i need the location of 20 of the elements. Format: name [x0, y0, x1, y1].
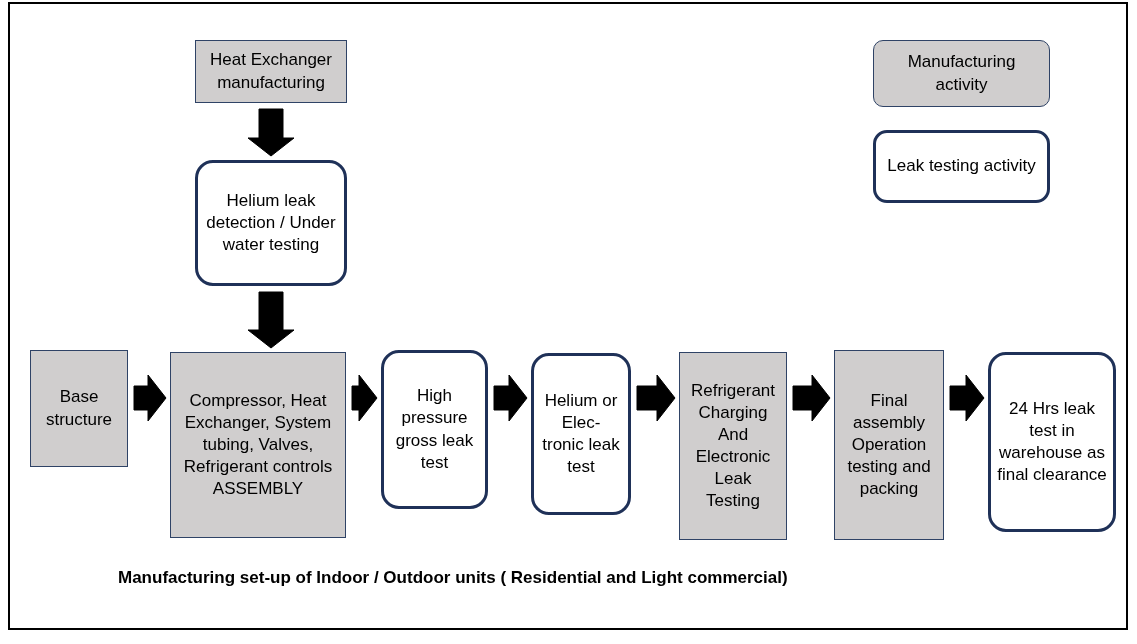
rounded-box: High pressure gross leak test — [381, 350, 488, 509]
process-box: Base structure — [30, 350, 128, 467]
legend-swatch: Manufacturing activity — [873, 40, 1050, 107]
block-arrow — [133, 374, 167, 422]
block-arrow — [949, 374, 985, 422]
legend-swatch: Leak testing activity — [873, 130, 1050, 203]
rounded-box: Helium leak detection / Under water testing — [195, 160, 347, 286]
process-box: Final assembly Operation testing and packing — [834, 350, 944, 540]
process-box: Refrigerant Charging And Electronic Leak Testing — [679, 352, 787, 540]
block-arrow — [247, 291, 295, 349]
process-box: Compressor, Heat Exchanger, System tubing, Valves, Refrigerant controls ASSEMBLY — [170, 352, 346, 538]
block-arrow — [636, 374, 676, 422]
block-arrow — [493, 374, 528, 422]
block-arrow — [792, 374, 831, 422]
rounded-box: 24 Hrs leak test in warehouse as final clearance — [988, 352, 1116, 532]
block-arrow — [351, 374, 378, 422]
process-box: Heat Exchanger manufacturing — [195, 40, 347, 103]
caption: Manufacturing set-up of Indoor / Outdoor units ( Residential and Light commercial) — [118, 568, 788, 588]
block-arrow — [247, 108, 295, 157]
rounded-box: Helium or Elec- tronic leak test — [531, 353, 631, 515]
